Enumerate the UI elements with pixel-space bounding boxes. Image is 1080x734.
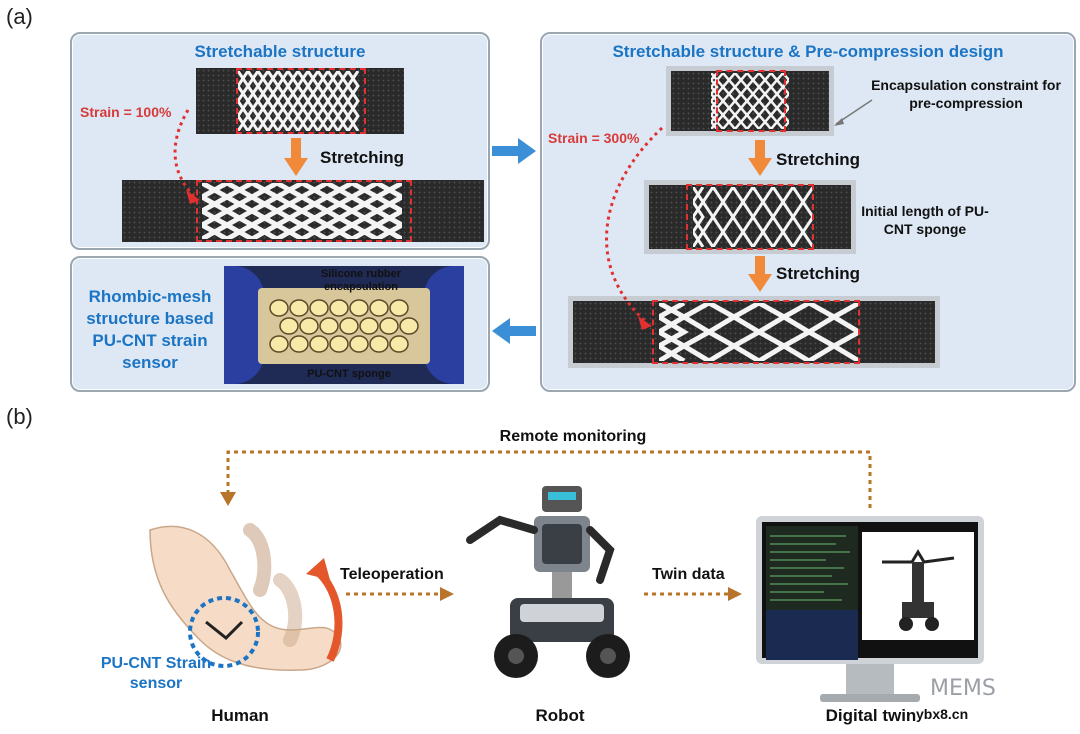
initial-length-strip bbox=[644, 180, 856, 254]
stretchable-structure-panel: Stretchable structure bbox=[70, 32, 490, 250]
stretch-down-arrow-3 bbox=[748, 256, 772, 292]
sensor-text-label: PU-CNT Strain sensor bbox=[100, 655, 212, 692]
terminal-lines bbox=[766, 535, 858, 660]
dense-mesh bbox=[711, 73, 789, 129]
blue-arrow-right bbox=[492, 138, 536, 164]
mesh-stretched-300 bbox=[659, 303, 859, 361]
silicone-label: Silicone rubber encapsulation bbox=[320, 268, 402, 293]
strain-300-label: Strain = 300% bbox=[548, 130, 640, 146]
stretch-down-arrow-1 bbox=[284, 138, 308, 176]
human-arm-illustration bbox=[149, 523, 343, 671]
initial-length-note: Initial length of PU-CNT sponge bbox=[861, 203, 989, 237]
panel-a-label: (a) bbox=[6, 4, 33, 29]
stretch-down-arrow-2 bbox=[748, 140, 772, 176]
compressed-region-box bbox=[716, 70, 786, 132]
encapsulation-note: Encapsulation constraint for pre-compres… bbox=[871, 77, 1061, 111]
watermark-url: ybx8.cn bbox=[916, 706, 969, 722]
stretched-strip bbox=[122, 180, 484, 242]
twin-data-arrow bbox=[644, 587, 742, 601]
monitor-stand bbox=[846, 664, 894, 696]
rhombic-mesh-small bbox=[238, 71, 360, 131]
stretching-label-right-1: Stretching bbox=[776, 150, 861, 169]
precompression-panel: Stretchable structure & Pre-compression … bbox=[540, 32, 1076, 392]
remote-monitoring-loop bbox=[220, 450, 872, 508]
rhombic-sensor-title: Rhombic-mesh structure based PU-CNT stra… bbox=[86, 287, 214, 372]
watermark-brand: MEMS bbox=[930, 676, 996, 701]
fully-stretched-strip bbox=[568, 296, 940, 368]
digital-twin-caption: Digital twin bbox=[825, 706, 917, 725]
rhombic-sensor-panel: Rhombic-mesh structure based PU-CNT stra… bbox=[70, 256, 490, 392]
monitor-base bbox=[820, 694, 920, 702]
precompressed-strip bbox=[666, 66, 834, 136]
teleoperation-arrow bbox=[346, 587, 454, 601]
sensor-circle bbox=[188, 596, 260, 668]
teleoperation-label: Teleoperation bbox=[340, 566, 444, 583]
silicone-encapsulation bbox=[258, 288, 430, 364]
human-caption: Human bbox=[211, 706, 269, 725]
mesh-initial bbox=[693, 187, 813, 247]
pointer-line bbox=[834, 99, 873, 126]
strain-region-box-bottom bbox=[196, 180, 412, 242]
strain-100-label: Strain = 100% bbox=[80, 104, 172, 120]
terminal-pane bbox=[766, 526, 858, 660]
left-grip bbox=[224, 266, 264, 384]
strain-region-box-top bbox=[236, 68, 366, 134]
stretchable-structure-title: Stretchable structure bbox=[194, 42, 366, 61]
strain-curve-arrow-right bbox=[605, 126, 664, 330]
strain-curve-arrow-left bbox=[173, 109, 200, 204]
remote-monitoring-label: Remote monitoring bbox=[499, 428, 647, 445]
unstretched-strip bbox=[196, 68, 404, 134]
stretching-label-left: Stretching bbox=[320, 148, 405, 167]
blue-arrow-left bbox=[492, 318, 536, 344]
sponge-mesh bbox=[269, 299, 419, 353]
robot-caption: Robot bbox=[535, 706, 585, 725]
sponge-label: PU-CNT sponge bbox=[307, 368, 391, 380]
robot-illustration bbox=[466, 486, 630, 678]
precompression-title: Stretchable structure & Pre-compression … bbox=[612, 42, 1004, 61]
twin-data-label: Twin data bbox=[652, 566, 725, 583]
monitor-screen bbox=[756, 516, 984, 664]
panel-b-label: (b) bbox=[6, 404, 33, 429]
rhombic-mesh-stretched bbox=[202, 183, 402, 239]
twin-robot-model bbox=[882, 549, 955, 631]
stretched-region-box bbox=[652, 300, 860, 364]
initial-region-box bbox=[686, 184, 814, 250]
right-grip bbox=[424, 266, 464, 384]
twin-view-pane bbox=[862, 532, 974, 640]
sensor-photo: Silicone rubber encapsulation PU-CNT spo… bbox=[224, 266, 464, 384]
stretching-label-right-2: Stretching bbox=[776, 264, 861, 283]
